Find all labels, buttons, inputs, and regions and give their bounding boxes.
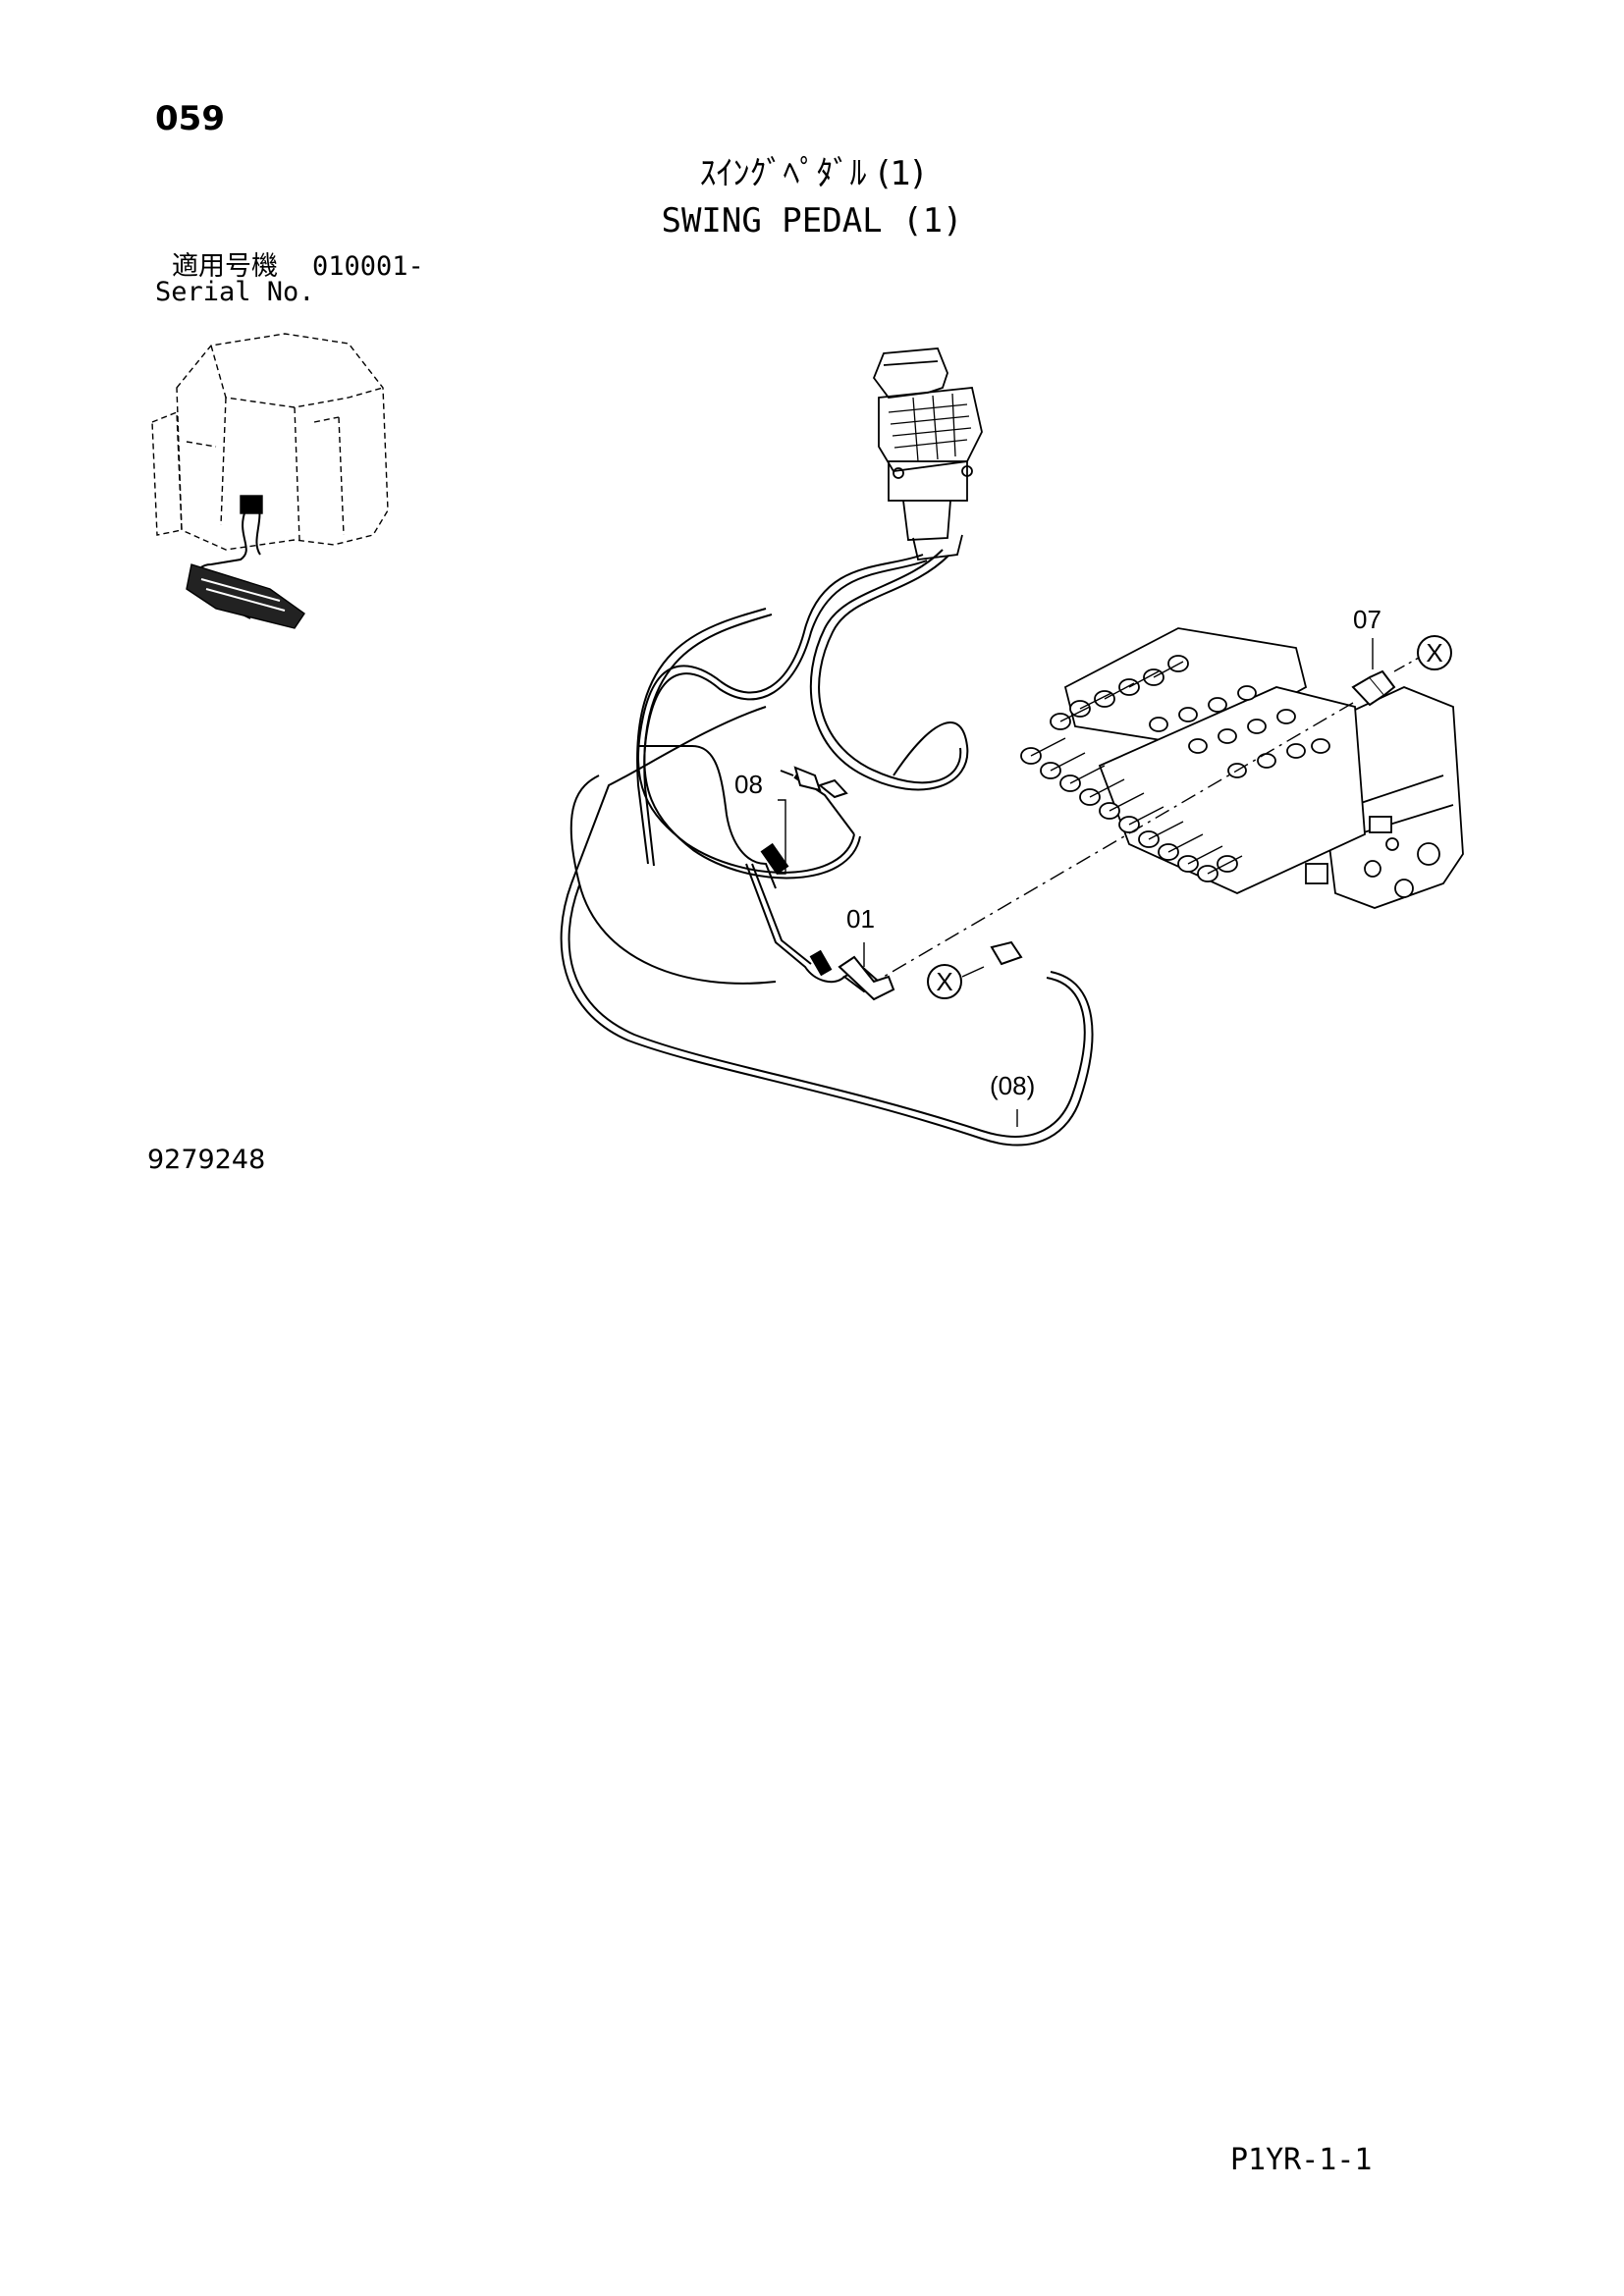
page-title-english: SWING PEDAL (1) (661, 201, 963, 240)
pilot-hoses (560, 549, 1094, 1147)
elbow-fitting-01 (838, 955, 895, 1001)
callout-08: 08 (734, 770, 763, 799)
valve-spools (1020, 655, 1330, 882)
callout-x-lower-label: X (936, 967, 952, 996)
callout-08-reference: (08) (990, 1071, 1035, 1100)
callout-01: 01 (846, 904, 875, 934)
adapter-upper (780, 766, 848, 799)
swing-pedal-assembly (872, 347, 983, 561)
serial-label-english: Serial No. (155, 277, 315, 307)
page-code: P1YR-1-1 (1230, 2143, 1373, 2177)
serial-range: 010001- (312, 251, 424, 282)
callout-x-upper-label: X (1426, 638, 1442, 667)
leader-lines (778, 638, 1420, 1127)
page-title-japanese: ｽｲﾝｸﾞﾍﾟﾀﾞﾙ (1) (699, 154, 925, 193)
page-number: 059 (155, 99, 225, 138)
fitting-07 (1351, 669, 1396, 707)
callout-circle-x-lower: X (927, 964, 962, 999)
serial-label-japanese: 適用号機 (172, 251, 278, 282)
hose-fitting-08 (760, 842, 1023, 993)
drawing-number: 9279248 (147, 1145, 266, 1175)
callout-circle-x-upper: X (1417, 635, 1452, 670)
callout-07: 07 (1353, 605, 1381, 634)
cab-location-thumbnail (151, 333, 389, 629)
valve-spool-bodies (1030, 661, 1243, 875)
